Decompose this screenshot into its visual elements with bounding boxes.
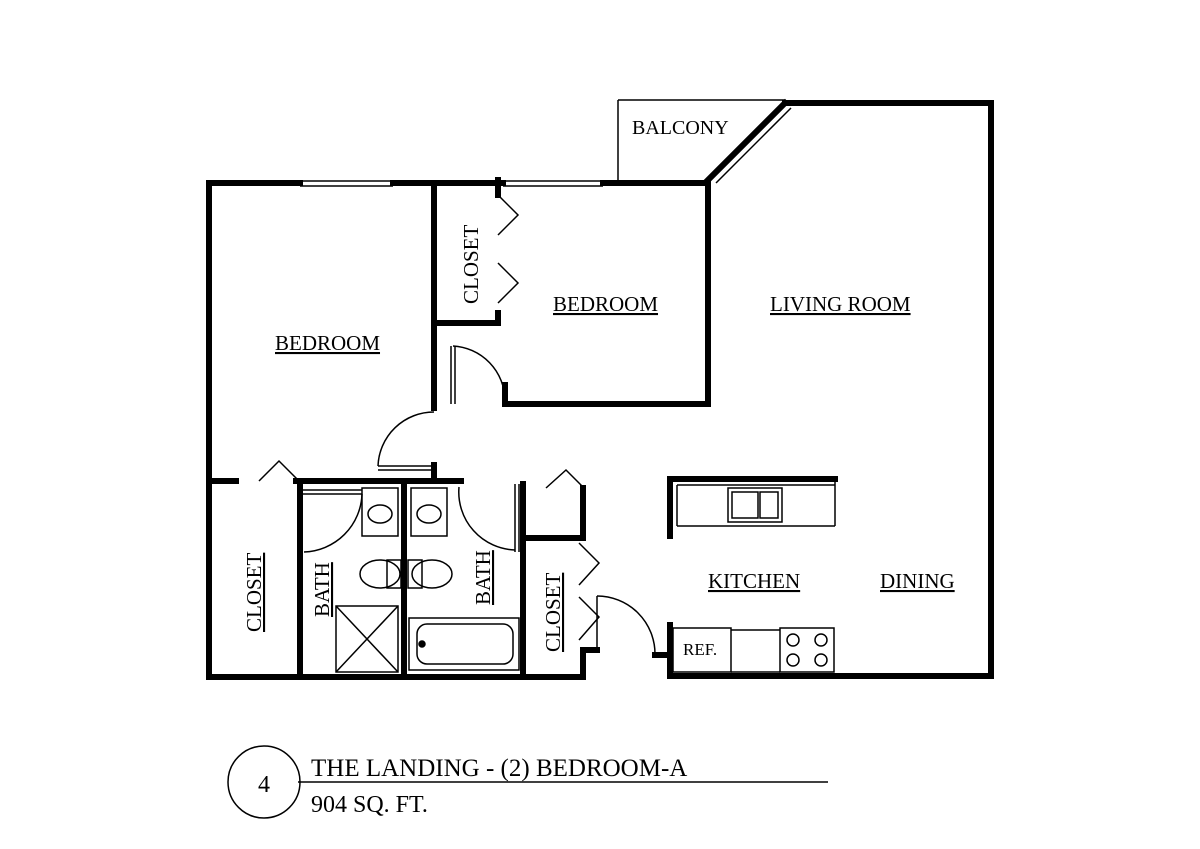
bedroom-right-label: BEDROOM — [553, 292, 658, 316]
bedroom-left-label: BEDROOM — [275, 331, 380, 355]
ref-label: REF. — [683, 640, 717, 659]
balcony-label: BALCONY — [632, 117, 729, 139]
closet-hall-label: CLOSET — [541, 572, 565, 652]
bath-left-label: BATH — [310, 562, 334, 617]
living-room-label: LIVING ROOM — [770, 292, 911, 316]
thin-lines — [227, 99, 836, 819]
dining-label: DINING — [880, 569, 955, 593]
closet-top-label: CLOSET — [459, 224, 483, 304]
room-labels: BALCONY BEDROOM BEDROOM LIVING ROOM CLOS… — [242, 117, 955, 659]
bath-right-label: BATH — [471, 550, 495, 605]
closet-left-label: CLOSET — [242, 552, 266, 632]
plan-title: THE LANDING - (2) BEDROOM-A — [311, 755, 687, 782]
kitchen-label: KITCHEN — [708, 569, 800, 593]
walls — [206, 98, 994, 680]
title-block: 4 THE LANDING - (2) BEDROOM-A 904 SQ. FT… — [258, 755, 687, 818]
plan-area: 904 SQ. FT. — [311, 792, 428, 818]
plan-number: 4 — [258, 772, 270, 798]
